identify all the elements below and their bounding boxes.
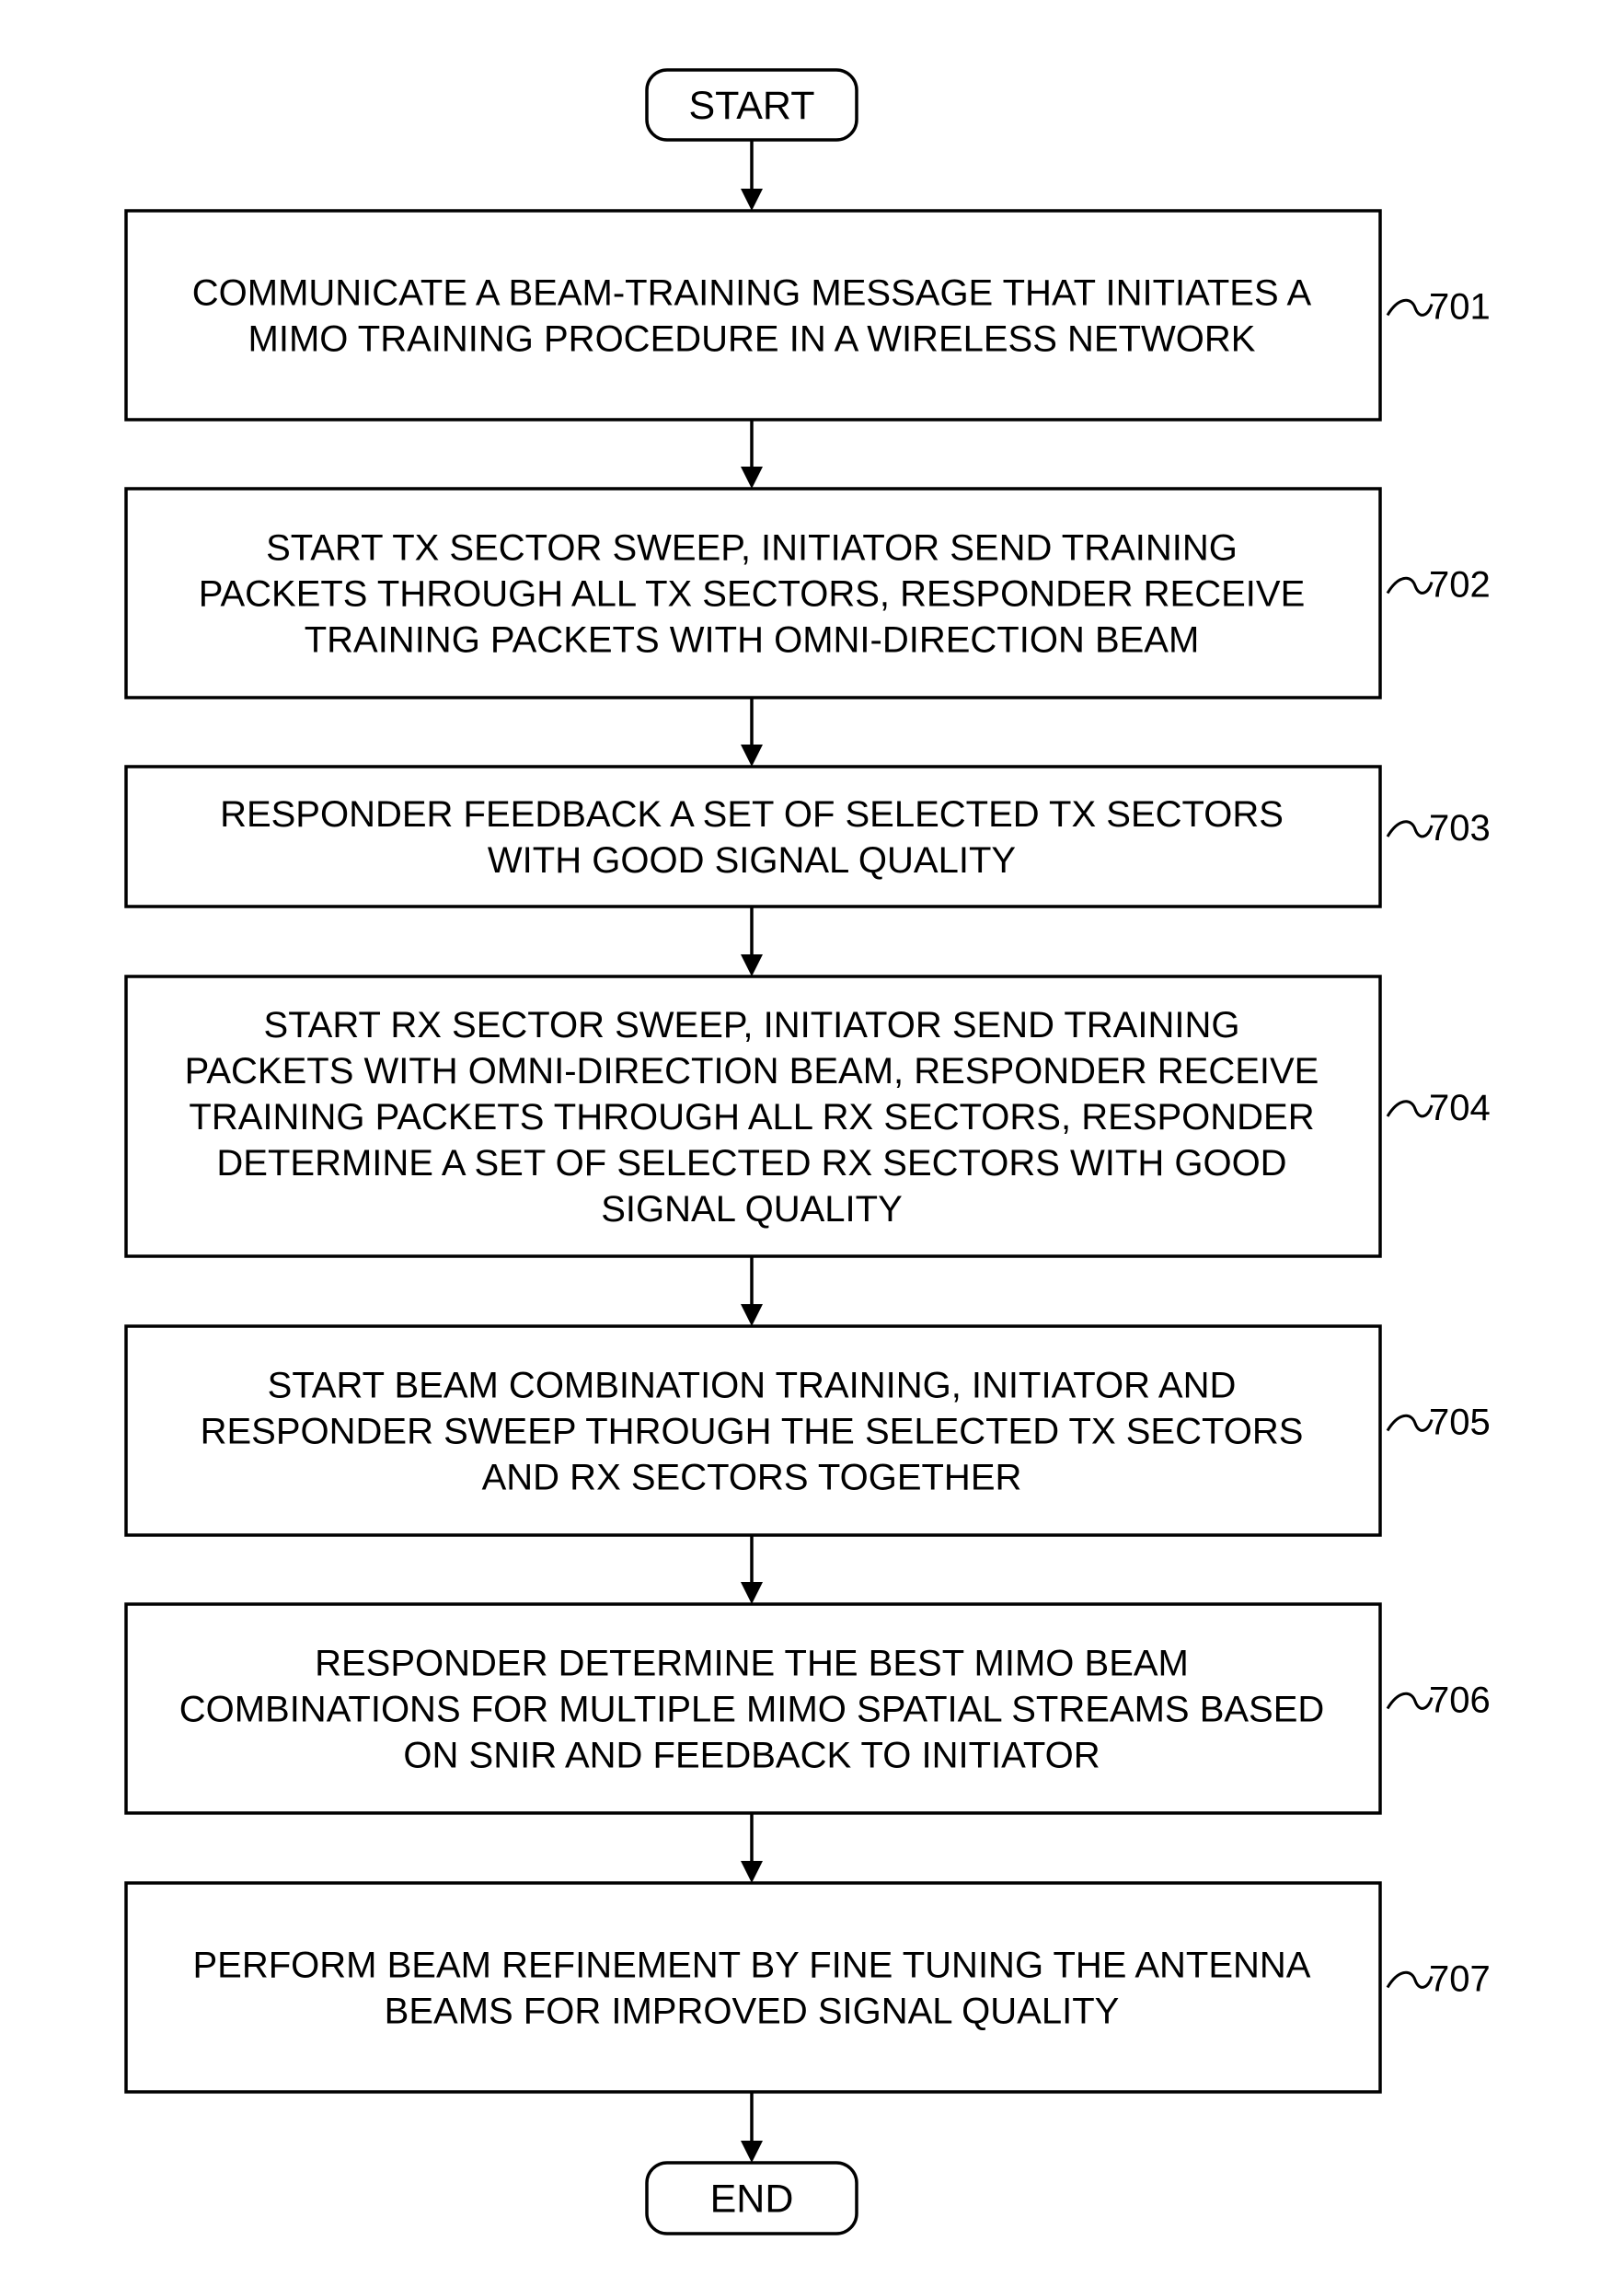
step-text-line: DETERMINE A SET OF SELECTED RX SECTORS W… [216, 1143, 1286, 1184]
ref-numeral: 707 [1429, 1959, 1491, 2000]
step-706: RESPONDER DETERMINE THE BEST MIMO BEAM CO… [126, 1604, 1491, 1813]
step-text-line: COMMUNICATE A BEAM-TRAINING MESSAGE THAT… [192, 273, 1312, 314]
arrow-705-to-706 [741, 1535, 763, 1604]
step-text-line: START RX SECTOR SWEEP, INITIATOR SEND TR… [264, 1005, 1240, 1045]
ref-numeral: 701 [1429, 287, 1491, 328]
step-text-line: RESPONDER SWEEP THROUGH THE SELECTED TX … [201, 1412, 1304, 1452]
arrow-701-to-702 [741, 420, 763, 489]
ref-leader [1388, 1693, 1432, 1708]
step-text-line: SIGNAL QUALITY [601, 1189, 903, 1230]
arrow-704-to-705 [741, 1256, 763, 1326]
step-box [126, 211, 1380, 420]
ref-leader [1388, 1415, 1432, 1430]
arrow-706-to-707 [741, 1813, 763, 1883]
step-text-line: START BEAM COMBINATION TRAINING, INITIAT… [268, 1366, 1237, 1406]
step-text-line: START TX SECTOR SWEEP, INITIATOR SEND TR… [266, 528, 1238, 569]
ref-leader [1388, 1102, 1432, 1116]
step-701: COMMUNICATE A BEAM-TRAINING MESSAGE THAT… [126, 211, 1491, 420]
step-text-line: RESPONDER FEEDBACK A SET OF SELECTED TX … [220, 794, 1284, 835]
step-text-line: TRAINING PACKETS THROUGH ALL RX SECTORS,… [189, 1097, 1314, 1138]
step-text-line: RESPONDER DETERMINE THE BEST MIMO BEAM [315, 1644, 1189, 1684]
arrow-707-to-end [741, 2092, 763, 2163]
step-704: START RX SECTOR SWEEP, INITIATOR SEND TR… [126, 976, 1491, 1256]
step-text-line: PERFORM BEAM REFINEMENT BY FINE TUNING T… [193, 1946, 1311, 1986]
step-box [126, 767, 1380, 907]
ref-numeral: 706 [1429, 1681, 1491, 1721]
step-707: PERFORM BEAM REFINEMENT BY FINE TUNING T… [126, 1883, 1491, 2092]
ref-leader [1388, 578, 1432, 593]
ref-numeral: 705 [1429, 1403, 1491, 1443]
step-705: START BEAM COMBINATION TRAINING, INITIAT… [126, 1326, 1491, 1535]
arrow-start-to-701 [741, 140, 763, 211]
step-text-line: BEAMS FOR IMPROVED SIGNAL QUALITY [385, 1992, 1120, 2032]
start-terminal: START [647, 70, 857, 140]
step-text-line: PACKETS THROUGH ALL TX SECTORS, RESPONDE… [199, 574, 1306, 615]
ref-leader [1388, 822, 1432, 837]
end-label: END [710, 2177, 794, 2222]
start-label: START [689, 84, 815, 128]
step-text-line: ON SNIR AND FEEDBACK TO INITIATOR [403, 1736, 1100, 1776]
arrow-702-to-703 [741, 698, 763, 767]
arrow-703-to-704 [741, 907, 763, 976]
step-text-line: WITH GOOD SIGNAL QUALITY [488, 840, 1016, 881]
ref-numeral: 703 [1429, 808, 1491, 849]
step-text-line: PACKETS WITH OMNI-DIRECTION BEAM, RESPON… [185, 1051, 1319, 1092]
ref-numeral: 702 [1429, 565, 1491, 606]
step-text-line: MIMO TRAINING PROCEDURE IN A WIRELESS NE… [248, 319, 1256, 360]
step-703: RESPONDER FEEDBACK A SET OF SELECTED TX … [126, 767, 1491, 907]
step-702: START TX SECTOR SWEEP, INITIATOR SEND TR… [126, 489, 1491, 698]
ref-leader [1388, 1972, 1432, 1987]
step-box [126, 1883, 1380, 2092]
ref-numeral: 704 [1429, 1088, 1491, 1128]
end-terminal: END [647, 2163, 857, 2234]
step-text-line: COMBINATIONS FOR MULTIPLE MIMO SPATIAL S… [179, 1690, 1325, 1730]
ref-leader [1388, 300, 1432, 315]
step-text-line: AND RX SECTORS TOGETHER [482, 1458, 1022, 1498]
step-text-line: TRAINING PACKETS WITH OMNI-DIRECTION BEA… [305, 620, 1200, 661]
